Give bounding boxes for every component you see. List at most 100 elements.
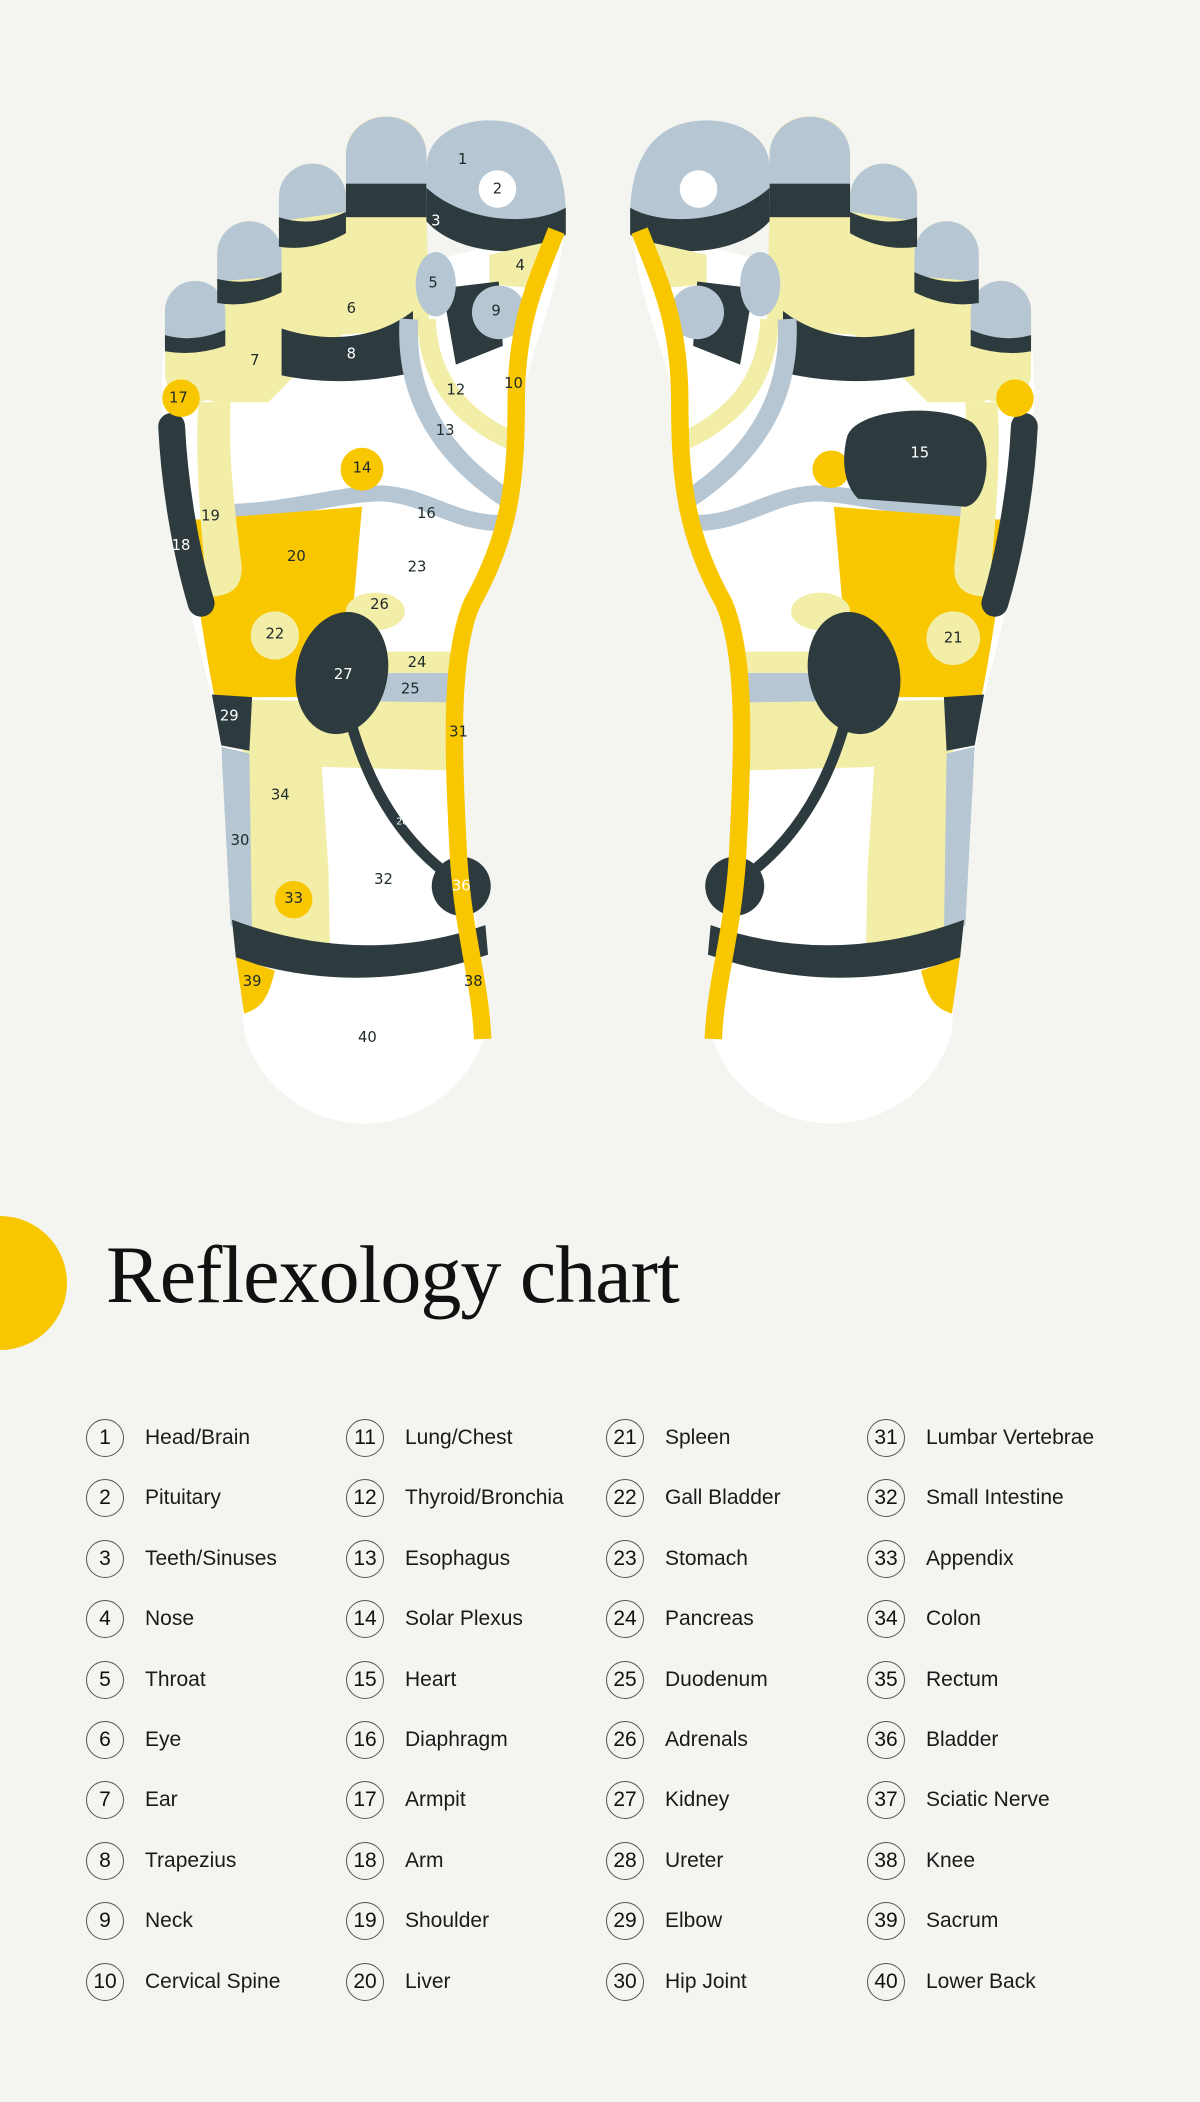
left-foot (162, 117, 566, 1124)
legend-label: Heart (405, 1667, 457, 1691)
zone-label: 8 (347, 345, 356, 362)
zone-label: 3 (431, 213, 440, 230)
legend-label: Sciatic Nerve (926, 1788, 1050, 1812)
legend-label: Rectum (926, 1667, 999, 1691)
legend-number-badge: 3 (86, 1539, 124, 1578)
legend-label: Eye (145, 1728, 182, 1751)
legend-label: Elbow (665, 1909, 723, 1933)
legend-number-badge: 4 (86, 1600, 124, 1639)
legend-item: 12 Thyroid/Bronchia (346, 1478, 564, 1518)
legend-number-badge: 11 (346, 1419, 384, 1457)
zone-label: 38 (464, 973, 483, 990)
legend-label: Trapezius (145, 1848, 237, 1872)
legend-item: 31 Lumbar Vertebrae (867, 1418, 1094, 1458)
legend-number-badge: 36 (867, 1721, 905, 1759)
legend-label: Lumbar Vertebrae (926, 1426, 1095, 1449)
legend-number-badge: 26 (606, 1721, 644, 1759)
zone-label: 2 (493, 181, 502, 198)
zone-label: 10 (504, 375, 523, 392)
decorative-circle (0, 1216, 67, 1350)
legend-label: Lower Back (926, 1969, 1036, 1993)
legend-label: Teeth/Sinuses (145, 1546, 277, 1570)
legend-number-badge: 32 (867, 1479, 905, 1518)
legend-label: Pancreas (665, 1607, 754, 1631)
legend-label: Solar Plexus (405, 1607, 523, 1631)
legend-label: Armpit (405, 1788, 466, 1812)
legend-label: Thyroid/Bronchia (405, 1486, 564, 1510)
legend-item: 17 Armpit (346, 1780, 466, 1820)
zone-label: 22 (266, 626, 285, 643)
legend-number-badge: 2 (86, 1479, 124, 1518)
legend-label: Throat (145, 1667, 206, 1691)
legend-number-badge: 28 (606, 1841, 644, 1880)
zone-label: 40 (358, 1029, 377, 1046)
legend-label: Hip Joint (665, 1969, 747, 1993)
heart-region (844, 410, 987, 507)
legend-label: Cervical Spine (145, 1969, 281, 1993)
legend-number-badge: 17 (346, 1781, 384, 1820)
legend-number-badge: 22 (606, 1479, 644, 1518)
zone-label: 4 (516, 257, 525, 274)
zone-label: 9 (491, 303, 500, 320)
legend-number-badge: 31 (867, 1419, 905, 1457)
legend-number-badge: 33 (867, 1539, 905, 1578)
zone-label: 14 (353, 459, 372, 476)
left-foot-labels: 1 2 3 4 5 6 7 8 9 10 12 13 14 16 17 18 1… (169, 151, 525, 1046)
zone-label: 30 (231, 832, 250, 849)
legend-item: 26 Adrenals (606, 1720, 748, 1760)
zone-label: 6 (347, 300, 356, 317)
zone-label: 28 (396, 816, 408, 827)
legend-label: Nose (145, 1607, 195, 1631)
legend-item: 3 Teeth/Sinuses (86, 1539, 277, 1579)
zone-label: 29 (220, 707, 239, 724)
legend-number-badge: 12 (346, 1479, 384, 1518)
zone-label: 1 (458, 151, 467, 168)
legend-number-badge: 23 (606, 1539, 644, 1578)
zone-label: 27 (334, 666, 353, 683)
legend-label: Adrenals (665, 1728, 748, 1751)
legend-number-badge: 38 (867, 1841, 905, 1880)
zone-label: 31 (449, 724, 468, 741)
legend-label: Gall Bladder (665, 1486, 781, 1510)
legend-number-badge: 20 (346, 1962, 384, 2001)
zone-label: 16 (417, 505, 436, 522)
legend-number-badge: 34 (867, 1600, 905, 1639)
zone-label: 36 (452, 878, 471, 895)
zone-label: 20 (287, 548, 306, 565)
zone-label: 5 (428, 274, 437, 291)
zone-label: 7 (250, 352, 259, 369)
zone-label: 24 (408, 654, 427, 671)
legend-number-badge: 19 (346, 1902, 384, 1941)
legend-number-badge: 18 (346, 1841, 384, 1880)
legend-number-badge: 21 (606, 1419, 644, 1457)
legend-label: Knee (926, 1848, 976, 1872)
legend-label: Head/Brain (145, 1426, 251, 1449)
legend-label: Neck (145, 1909, 193, 1933)
legend-label: Ureter (665, 1848, 724, 1872)
legend-number-badge: 29 (606, 1902, 644, 1941)
legend-number-badge: 15 (346, 1660, 384, 1699)
feet-diagram: 1 2 3 4 5 6 7 8 9 10 12 13 14 16 17 18 1… (0, 0, 1200, 1153)
legend-number-badge: 39 (867, 1902, 905, 1941)
